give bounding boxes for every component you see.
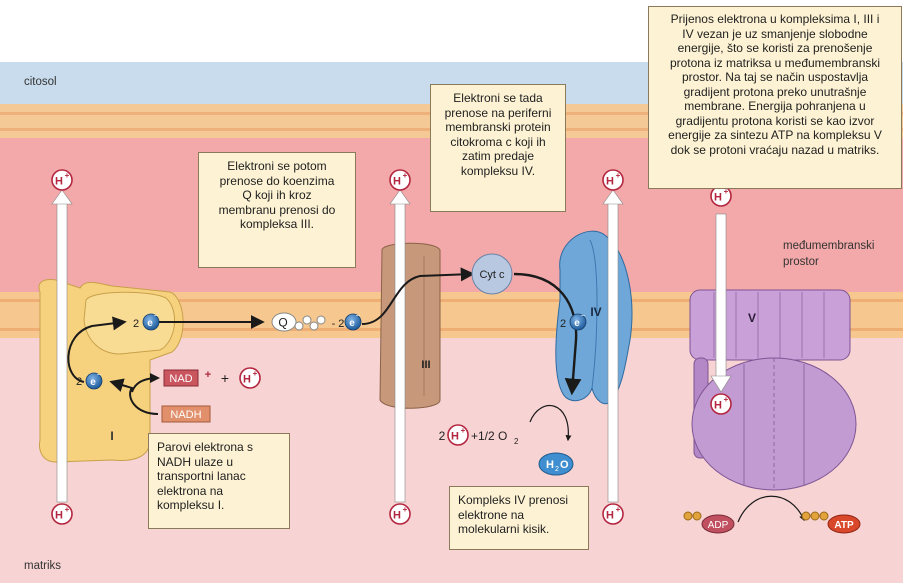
svg-text:2: 2 <box>555 466 559 473</box>
svg-text:−: − <box>581 311 586 320</box>
svg-text:+: + <box>724 395 729 404</box>
svg-text:+: + <box>253 369 258 378</box>
svg-text:H: H <box>393 176 401 188</box>
svg-text:+: + <box>65 505 70 514</box>
matrix-label: matriks <box>24 560 61 572</box>
svg-text:2: 2 <box>439 429 446 443</box>
svg-text:H: H <box>546 459 554 471</box>
cytochrome-c: Cyt c <box>472 254 512 294</box>
complex-III-label: III <box>421 359 430 371</box>
water-molecule: H 2 O <box>539 453 573 475</box>
svg-text:+: + <box>616 171 621 180</box>
svg-text:H: H <box>55 510 63 522</box>
proton-icon: H + <box>711 186 731 206</box>
svg-text:NADH: NADH <box>170 409 201 421</box>
complex-I-label: I <box>110 429 113 443</box>
nadh: NADH <box>162 406 210 422</box>
svg-text:Cyt c: Cyt c <box>479 269 505 281</box>
svg-text:H: H <box>55 176 63 188</box>
nadh-entry-note: Parovi elektrona s NADH ulaze u transpor… <box>148 433 290 529</box>
proton-icon: H + <box>390 170 410 190</box>
complex-V-label: V <box>748 311 756 325</box>
svg-text:H: H <box>714 400 722 412</box>
cytosol-label: citosol <box>24 76 57 88</box>
svg-text:e: e <box>574 318 580 329</box>
svg-text:+: + <box>461 426 466 435</box>
complex-V <box>690 290 856 490</box>
svg-text:O: O <box>560 459 569 471</box>
svg-text:H: H <box>393 510 401 522</box>
proton-icon: H + <box>711 394 731 414</box>
svg-text:2: 2 <box>133 318 139 330</box>
coenzyme-q-note: Elektroni se potom prenose do koenzima Q… <box>198 152 356 268</box>
svg-text:+: + <box>65 171 70 180</box>
svg-text:2: 2 <box>560 318 566 330</box>
svg-text:H: H <box>714 192 722 204</box>
svg-text:- 2: - 2 <box>332 318 345 330</box>
svg-text:H: H <box>606 510 614 522</box>
oxygen-reduction: 2 H + +1/2 O 2 <box>439 425 519 446</box>
svg-text:2: 2 <box>76 376 82 388</box>
svg-text:H: H <box>451 431 459 443</box>
svg-text:H: H <box>243 374 251 386</box>
svg-text:−: − <box>97 370 102 379</box>
svg-text:+: + <box>221 370 229 386</box>
svg-text:ADP: ADP <box>708 520 729 531</box>
svg-text:−: − <box>356 311 361 320</box>
svg-text:ATP: ATP <box>834 520 854 531</box>
svg-text:e: e <box>90 377 96 388</box>
intermembrane-label: međumembranski prostor <box>783 238 874 270</box>
proton-icon: H + <box>52 504 72 524</box>
proton-icon: H + <box>603 504 623 524</box>
svg-text:+: + <box>205 369 211 381</box>
proton-icon: H + <box>52 170 72 190</box>
proton-gradient-note: Prijenos elektrona u kompleksima I, III … <box>648 6 902 189</box>
svg-text:NAD: NAD <box>169 373 192 385</box>
svg-text:+: + <box>403 505 408 514</box>
complex-IV-label: IV <box>590 305 601 319</box>
complex-III <box>380 243 440 408</box>
svg-text:e: e <box>147 318 153 329</box>
svg-text:+: + <box>403 171 408 180</box>
proton-icon: H + <box>390 504 410 524</box>
svg-text:2: 2 <box>514 437 519 446</box>
svg-text:H: H <box>606 176 614 188</box>
svg-text:+: + <box>616 505 621 514</box>
complex-IV-note: Kompleks IV prenosi elektrone na molekul… <box>449 486 589 550</box>
svg-text:−: − <box>154 311 159 320</box>
svg-text:+1/2 O: +1/2 O <box>471 429 507 443</box>
svg-text:Q: Q <box>278 316 287 330</box>
cytochrome-c-note: Elektroni se tada prenose na periferni m… <box>430 84 566 212</box>
svg-text:e: e <box>349 318 355 329</box>
proton-icon: H + <box>603 170 623 190</box>
